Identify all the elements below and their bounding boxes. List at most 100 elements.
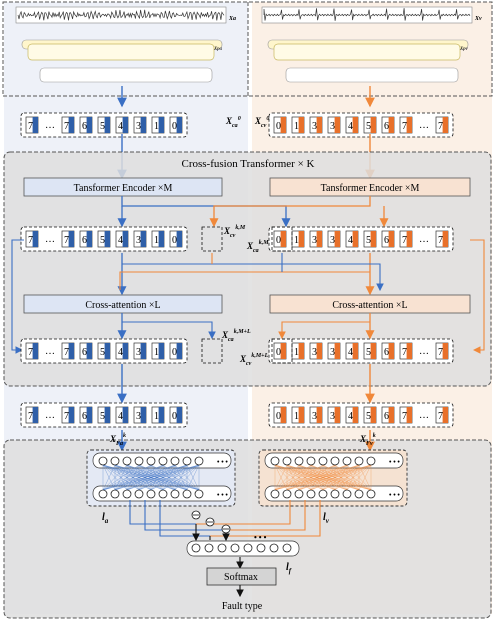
vibration-mlp-neuron xyxy=(294,489,304,499)
acoustic-mlp-neuron xyxy=(158,489,168,499)
cross-fusion-title: Cross-fusion Transformer × K xyxy=(181,158,314,170)
vibration-token-fill xyxy=(370,343,376,359)
acoustic-token-label: 4 xyxy=(118,121,123,132)
vibration-token-fill xyxy=(280,231,286,247)
vibration-mlp-neuron xyxy=(306,456,316,466)
vibration-token-fill xyxy=(334,231,340,247)
acoustic-token-fill xyxy=(104,231,110,247)
vibration-encoder-label: Tansformer Encoder ×M xyxy=(321,183,420,194)
acoustic-token-fill xyxy=(32,117,38,133)
fused-neuron xyxy=(230,543,240,553)
acoustic-token-label: 0 xyxy=(172,121,177,132)
acoustic-token-label: 7 xyxy=(64,411,69,422)
acoustic-signal-label: Xa xyxy=(228,16,236,22)
vibration-mlp-ellipsis: • • • xyxy=(389,491,400,499)
acoustic-token-label: 1 xyxy=(154,235,159,246)
vibration-mlp-neuron xyxy=(342,456,352,466)
vibration-token-label: 7 xyxy=(438,235,443,246)
vibration-token-fill xyxy=(280,117,286,133)
fused-neuron xyxy=(191,543,201,553)
vibration-signal-label: Xv xyxy=(474,16,482,22)
fused-neuron xyxy=(256,543,266,553)
vibration-ellipsis: … xyxy=(419,234,429,245)
vibration-patch-label: Xpv xyxy=(459,47,469,52)
acoustic-token-label: 3 xyxy=(136,121,141,132)
acoustic-token-fill xyxy=(32,407,38,423)
acoustic-token-label: 7 xyxy=(64,347,69,358)
vibration-ellipsis: … xyxy=(419,120,429,131)
vibration-token-fill xyxy=(316,343,322,359)
vibration-token-label: 0 xyxy=(276,121,281,132)
vibration-token-label: 3 xyxy=(330,235,335,246)
vibration-token-label: 0 xyxy=(276,235,281,246)
acoustic-token-label: 4 xyxy=(118,347,123,358)
acoustic-token-fill xyxy=(176,343,182,359)
acoustic-token-fill xyxy=(176,407,182,423)
vibration-token-label: 4 xyxy=(348,411,353,422)
softmax-box xyxy=(206,567,277,586)
acoustic-token-label: 6 xyxy=(82,235,87,246)
acoustic-mlp-layers: • • •• • • xyxy=(92,452,232,502)
classifier-panel xyxy=(3,439,492,619)
acoustic-token-fill xyxy=(32,343,38,359)
vibration-token-fill xyxy=(370,117,376,133)
vibration-token-label: 6 xyxy=(384,347,389,358)
vibration-token-fill xyxy=(442,231,448,247)
l-v-label: lv xyxy=(323,512,330,525)
vibration-token-label: 5 xyxy=(366,235,371,246)
acoustic-mlp-neuron xyxy=(122,456,132,466)
acoustic-encoder-box xyxy=(23,177,223,197)
acoustic-token-label: 6 xyxy=(82,347,87,358)
vibration-signal-waveform xyxy=(261,6,473,24)
vibration-token-fill xyxy=(316,117,322,133)
acoustic-token-label: 7 xyxy=(28,411,33,422)
acoustic-token-label: 7 xyxy=(64,121,69,132)
input-panel xyxy=(2,1,493,97)
vibration-token-fill xyxy=(298,343,304,359)
acoustic-token-fill xyxy=(32,231,38,247)
acoustic-token-fill xyxy=(68,117,74,133)
vibration-token-fill xyxy=(298,231,304,247)
vibration-token-fill xyxy=(370,231,376,247)
acoustic-token-fill xyxy=(158,407,164,423)
acoustic-token-label: 7 xyxy=(64,235,69,246)
acoustic-mlp-neuron xyxy=(146,456,156,466)
acoustic-mlp-neuron xyxy=(194,489,204,499)
fault-type-label: Fault type xyxy=(222,601,263,612)
concat-plus-icons xyxy=(191,510,231,534)
acoustic-token-fill xyxy=(140,407,146,423)
acoustic-token-label: 0 xyxy=(172,235,177,246)
acoustic-token-label: 3 xyxy=(136,347,141,358)
vibration-mlp-neuron xyxy=(354,489,364,499)
acoustic-mlp-neuron xyxy=(182,456,192,466)
acoustic-mlp-neuron xyxy=(134,456,144,466)
vibration-mlp-neuron xyxy=(270,489,280,499)
vibration-token-fill xyxy=(388,407,394,423)
acoustic-token-fill xyxy=(140,231,146,247)
acoustic-mlp-neuron xyxy=(122,489,132,499)
acoustic-mlp-neuron xyxy=(110,489,120,499)
acoustic-token-label: 3 xyxy=(136,411,141,422)
vibration-token-fill xyxy=(316,231,322,247)
vibration-token-fill xyxy=(334,117,340,133)
acoustic-token-fill xyxy=(176,231,182,247)
acoustic-mlp-neuron xyxy=(170,456,180,466)
acoustic-token-label: 0 xyxy=(172,411,177,422)
vibration-mlp-layers: • • •• • • xyxy=(264,452,404,502)
vibration-token-label: 4 xyxy=(348,121,353,132)
acoustic-mlp-neuron xyxy=(98,456,108,466)
vibration-token-fill xyxy=(388,231,394,247)
vibration-token-label: 7 xyxy=(402,411,407,422)
acoustic-token-fill xyxy=(86,407,92,423)
acoustic-mlp-neuron xyxy=(134,489,144,499)
vibration-token-fill xyxy=(334,407,340,423)
vibration-token-label: 3 xyxy=(330,347,335,358)
x-cv-0-label: Xcv0 xyxy=(254,116,269,129)
acoustic-cross-attention-label: Cross-attention ×L xyxy=(85,300,160,311)
acoustic-token-fill xyxy=(158,117,164,133)
